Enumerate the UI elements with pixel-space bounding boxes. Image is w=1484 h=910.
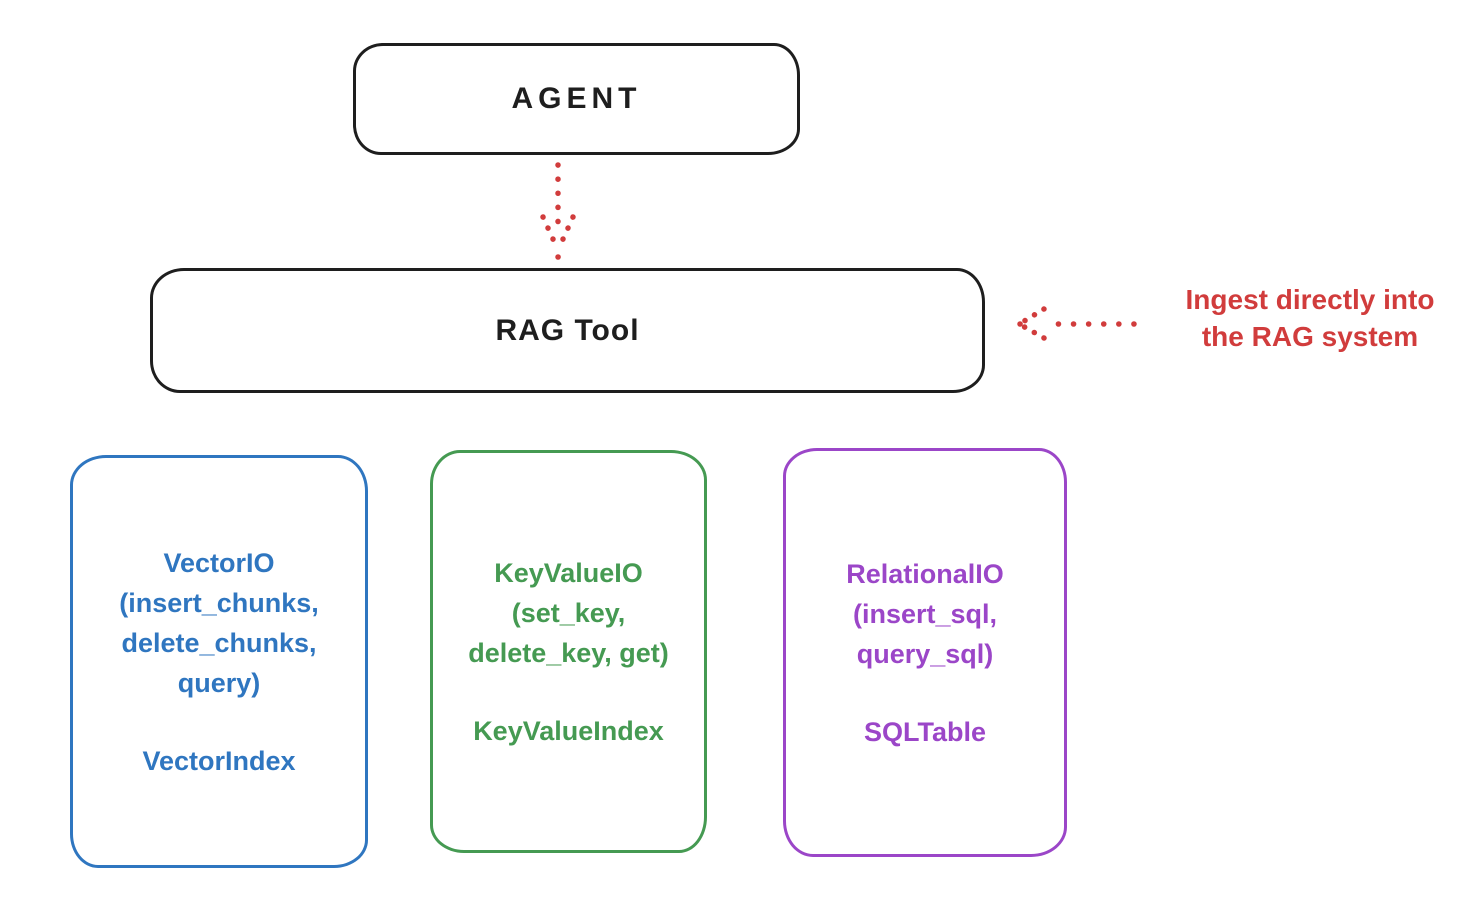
rag-tool-node: RAG Tool bbox=[150, 268, 985, 393]
keyvalueio-line: (set_key, bbox=[511, 597, 626, 628]
arrow-left-icon bbox=[1017, 306, 1137, 341]
ingest-annotation-line1: Ingest directly into bbox=[1185, 284, 1435, 315]
vectorio-line: VectorIO bbox=[163, 547, 275, 578]
keyvalueio-line: delete_key, get) bbox=[468, 637, 669, 668]
keyvalueio-line: KeyValueIO bbox=[494, 557, 643, 588]
keyvalueindex-label: KeyValueIndex bbox=[473, 715, 664, 746]
vectorio-line: delete_chunks, bbox=[121, 627, 317, 658]
relationalio-node: RelationalIO (insert_sql, query_sql) SQL… bbox=[783, 448, 1067, 857]
agent-label: AGENT bbox=[511, 82, 642, 115]
vectorindex-label: VectorIndex bbox=[142, 745, 296, 776]
keyvalueio-node: KeyValueIO (set_key, delete_key, get) Ke… bbox=[430, 450, 707, 853]
arrow-down-icon bbox=[540, 162, 576, 260]
relationalio-line: RelationalIO bbox=[846, 558, 1004, 589]
sqltable-label: SQLTable bbox=[863, 716, 986, 747]
vectorio-node: VectorIO (insert_chunks, delete_chunks, … bbox=[70, 455, 368, 868]
rag-tool-label: RAG Tool bbox=[495, 313, 640, 347]
relationalio-line: query_sql) bbox=[856, 638, 994, 669]
relationalio-line: (insert_sql, bbox=[852, 598, 998, 629]
vectorio-line: query) bbox=[177, 667, 261, 698]
ingest-annotation-line2: the RAG system bbox=[1201, 321, 1419, 352]
ingest-annotation: Ingest directly into the RAG system bbox=[1140, 281, 1480, 355]
agent-node: AGENT bbox=[353, 43, 800, 155]
vectorio-line: (insert_chunks, bbox=[119, 587, 319, 618]
